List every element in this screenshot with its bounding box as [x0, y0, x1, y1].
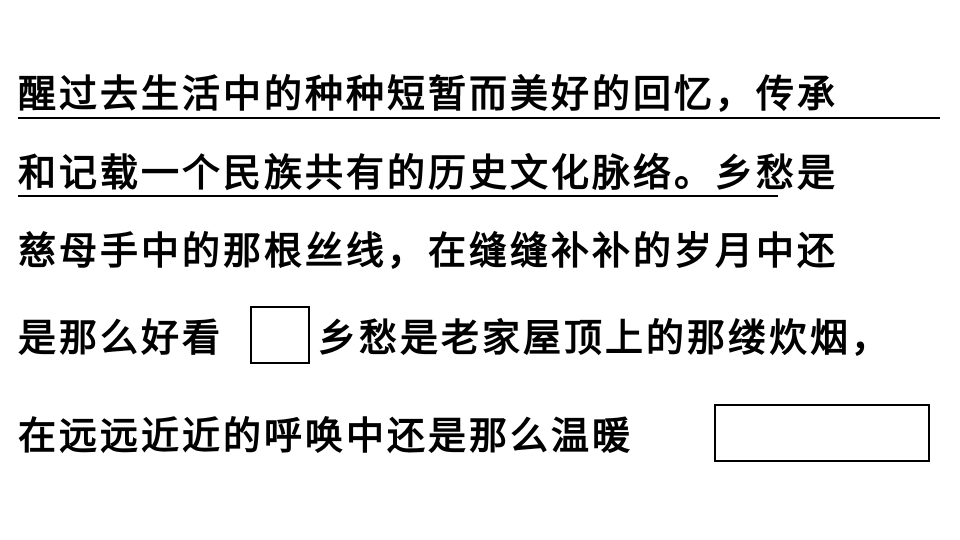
- underline-line-1: [18, 117, 940, 119]
- answer-blank-1[interactable]: [250, 306, 310, 364]
- passage-line-4-before-text: 是那么好看: [18, 316, 224, 360]
- underline-line-2: [18, 195, 778, 197]
- passage-line-3: 慈母手中的那根丝线，在缝缝补补的岁月中还: [18, 225, 838, 277]
- passage-line-5: 在远远近近的呼唤中还是那么温暖: [18, 410, 633, 462]
- passage-line-2-underlined-text: 和记载一个民族共有的历史文化脉络。: [18, 151, 716, 195]
- passage-line-1-text: 醒过去生活中的种种短暂而美好的回忆，传承: [18, 72, 839, 116]
- passage-line-2: 和记载一个民族共有的历史文化脉络。乡愁是: [18, 147, 838, 199]
- passage-line-3-text: 慈母手中的那根丝线，在缝缝补补的岁月中还: [18, 229, 839, 273]
- passage-line-4-after-text: 乡愁是老家屋顶上的那缕炊烟，: [318, 316, 893, 360]
- passage-line-2-rest-text: 乡愁是: [715, 151, 839, 195]
- passage-line-4-continued: 乡愁是老家屋顶上的那缕炊烟，: [318, 312, 892, 364]
- passage-line-1: 醒过去生活中的种种短暂而美好的回忆，传承: [18, 68, 838, 120]
- answer-blank-2[interactable]: [714, 404, 930, 462]
- passage-line-5-text: 在远远近近的呼唤中还是那么温暖: [18, 414, 634, 458]
- passage-line-4: 是那么好看: [18, 312, 223, 364]
